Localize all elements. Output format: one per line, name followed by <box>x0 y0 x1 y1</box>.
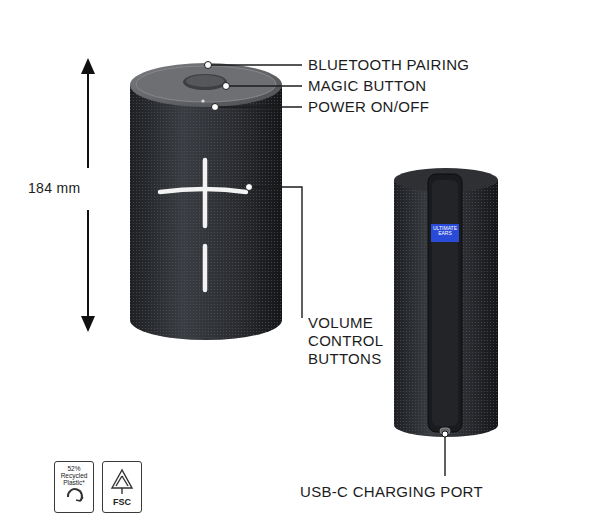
badge-box: 52% Recycled Plastic* <box>54 461 94 513</box>
speaker-back <box>394 168 498 437</box>
callout-label: POWER ON/OFF <box>308 98 548 116</box>
leader-lines <box>211 65 445 476</box>
dimension-arrow <box>81 58 95 332</box>
fsc-tree-icon <box>112 470 132 494</box>
recycle-icon <box>68 489 83 501</box>
badge-box: FSC <box>102 461 142 513</box>
callout-label: VOLUME CONTROL BUTTONS <box>308 314 418 368</box>
leader-dots <box>205 62 449 438</box>
callout-label: USB-C CHARGING PORT <box>300 483 560 501</box>
badge-text: 52% Recycled Plastic* <box>55 465 93 486</box>
dimension-label: 184 mm <box>28 180 108 197</box>
speaker-front <box>130 63 282 340</box>
badge-text: FSC <box>103 498 141 508</box>
callout-label: BLUETOOTH PAIRING <box>308 56 548 74</box>
brand-tag-text: ULTIMATE EARS <box>432 226 458 236</box>
callout-label: MAGIC BUTTON <box>308 77 548 95</box>
